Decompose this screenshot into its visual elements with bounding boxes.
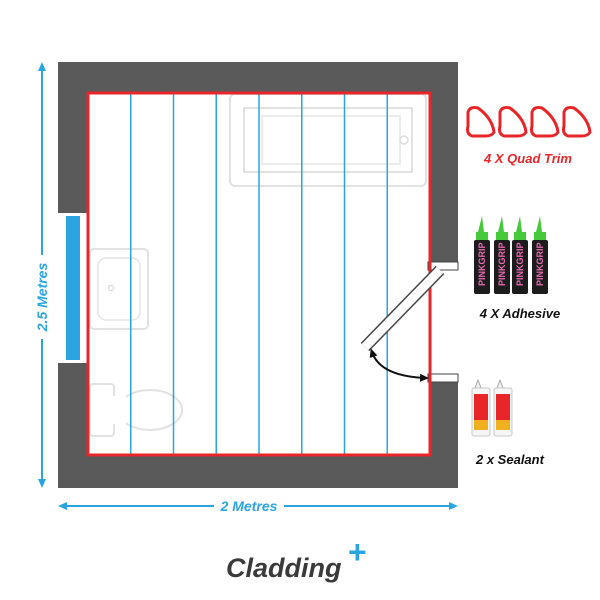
adhesive-tube-icon: PINKGRIP: [474, 216, 490, 294]
sealant-label: 2 x Sealant: [475, 452, 545, 467]
adhesive-tube-icon: PINKGRIP: [532, 216, 548, 294]
svg-text:PINKGRIP: PINKGRIP: [477, 242, 487, 286]
door: [360, 265, 445, 352]
window-glass: [66, 216, 80, 360]
cladding-panel-lines: [130, 93, 388, 455]
svg-text:PINKGRIP: PINKGRIP: [515, 242, 525, 286]
quad-trim-icon: [562, 106, 592, 138]
adhesive-tubes: PINKGRIP PINKGRIP PINKGRIP PINKGRIP: [474, 216, 548, 294]
sink: [89, 248, 149, 330]
svg-text:PINKGRIP: PINKGRIP: [535, 242, 545, 286]
cladding-logo: Cladding +: [226, 534, 367, 583]
toilet: [89, 383, 183, 437]
svg-text:PINKGRIP: PINKGRIP: [497, 242, 507, 286]
quad-trim-label: 4 X Quad Trim: [483, 151, 572, 166]
quad-trim-icon: [530, 106, 560, 138]
brand-plus-icon: +: [348, 534, 367, 570]
bath-tub: [229, 93, 427, 187]
door-jamb-top: [427, 261, 459, 271]
adhesive-tube-icon: PINKGRIP: [512, 216, 528, 294]
door-swing-arrow: [369, 348, 429, 382]
height-label: 2.5 Metres: [34, 263, 50, 333]
quad-trim-icon: [498, 106, 528, 138]
sealant-tubes: [471, 378, 513, 437]
brand-name: Cladding: [226, 553, 342, 583]
door-jamb-bottom: [427, 373, 459, 383]
quad-trim-icons: [466, 106, 592, 138]
sealant-tube-icon: [493, 378, 513, 437]
sealant-tube-icon: [471, 378, 491, 437]
adhesive-label: 4 X Adhesive: [479, 306, 560, 321]
width-label: 2 Metres: [220, 498, 278, 514]
adhesive-tube-icon: PINKGRIP: [494, 216, 510, 294]
quad-trim-icon: [466, 106, 496, 138]
